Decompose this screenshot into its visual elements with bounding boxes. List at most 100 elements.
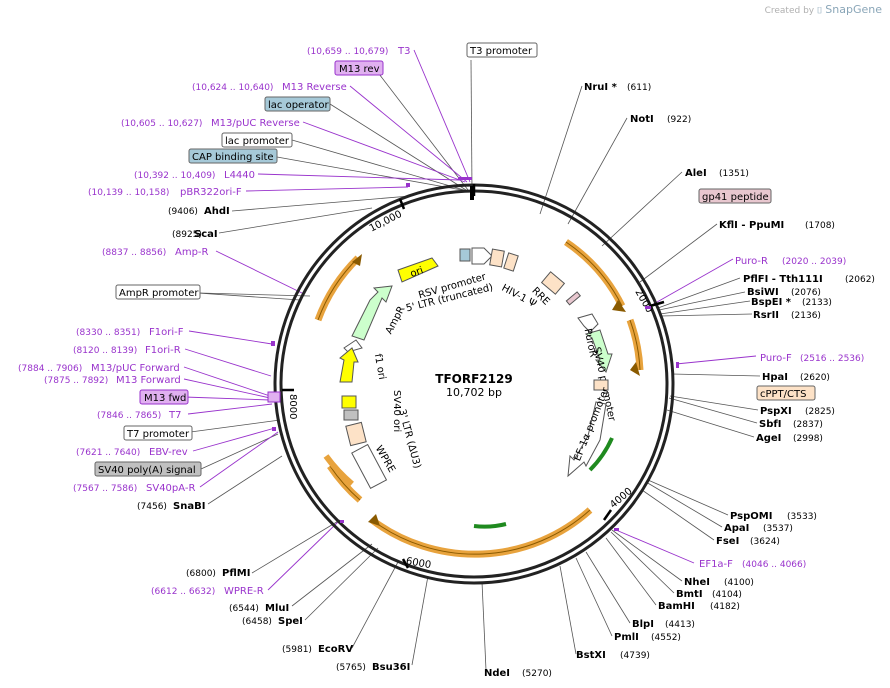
- site-name: SnaBI: [173, 501, 205, 512]
- site-name: PflFI - Tth111I: [743, 274, 823, 285]
- ltr3-label: 3' LTR (ΔU3): [396, 408, 422, 470]
- site-name: BamHI: [658, 601, 695, 612]
- ampr-promoter-box: AmpR promoter: [119, 288, 199, 299]
- f1-ori-feature: [343, 339, 363, 353]
- site-pos: (8925): [172, 230, 202, 240]
- leader-lines: [182, 59, 761, 671]
- right-site-labels: NruI *(611) NotI(922) AleI(1351) KflI - …: [484, 82, 875, 679]
- primer-coord: (4046 .. 4066): [742, 560, 806, 570]
- primer-coord: (10,605 .. 10,627): [121, 119, 202, 129]
- ltr5-feature: [489, 248, 505, 268]
- primer-coord: (8330 .. 8351): [76, 328, 140, 338]
- site-pos: (922): [667, 115, 691, 125]
- rre-feature: [540, 271, 566, 295]
- site-name: ApaI: [724, 523, 749, 534]
- site-pos: (4182): [710, 602, 740, 612]
- gp41-box: gp41 peptide: [702, 192, 769, 203]
- site-pos: (5765): [336, 663, 366, 673]
- primer-coord: (7884 .. 7906): [18, 364, 82, 374]
- polya-feature: [343, 409, 359, 421]
- lac-operator-box: lac operator: [268, 100, 329, 111]
- ori-label: ori: [409, 265, 425, 280]
- site-pos: (4104): [712, 590, 742, 600]
- primer-coord: (10,392 .. 10,409): [134, 171, 215, 181]
- site-name: SpeI: [278, 616, 303, 627]
- site-pos: (2998): [793, 434, 823, 444]
- primer-name: M13/pUC Reverse: [211, 118, 300, 129]
- primer-name: SV40pA-R: [146, 483, 195, 494]
- site-pos: (7456): [137, 502, 167, 512]
- hiv-label: HIV-1 Ψ: [500, 283, 539, 310]
- site-name: AhdI: [204, 206, 230, 217]
- site-pos: (6458): [242, 617, 272, 627]
- primer-name: F1ori-F: [149, 327, 184, 338]
- site-pos: (2062): [845, 275, 875, 285]
- primer-coord: (6612 .. 6632): [151, 587, 215, 597]
- site-name: AleI: [685, 168, 707, 179]
- site-name: NheI: [684, 577, 710, 588]
- site-pos: (9406): [168, 207, 198, 217]
- sv40-promoter-arrow: [577, 313, 599, 333]
- site-name: BspEI *: [751, 297, 792, 308]
- site-name: PspOMI: [730, 511, 772, 522]
- site-name: PmlI: [614, 632, 639, 643]
- site-name: BmtI: [676, 589, 703, 600]
- left-primer-labels: (10,659 .. 10,679)T3 (10,624 .. 10,640)M…: [18, 46, 410, 597]
- primer-coord: (2516 .. 2536): [800, 354, 864, 364]
- primer-name: Amp-R: [175, 247, 209, 258]
- primer-coord: (10,659 .. 10,679): [307, 47, 388, 57]
- site-pos: (2076): [791, 288, 821, 298]
- primer-name: F1ori-R: [145, 345, 181, 356]
- credit-brand: SnapGene: [825, 3, 882, 16]
- primer-coord: (10,139 .. 10,158): [88, 188, 169, 198]
- site-pos: (4100): [724, 578, 754, 588]
- credit-prefix: Created by: [764, 6, 815, 16]
- primer-coord: (7621 .. 7640): [76, 448, 140, 458]
- sv40-polya-box: SV40 poly(A) signal: [98, 465, 196, 476]
- site-name: HpaI: [762, 372, 788, 383]
- site-name: EcoRV: [318, 644, 353, 655]
- primer-name: WPRE-R: [224, 586, 264, 597]
- site-pos: (6544): [229, 604, 259, 614]
- site-name: BsiWI: [747, 287, 779, 298]
- sv40-ori-feature: [341, 395, 357, 409]
- f1-ori-arrow: [339, 347, 359, 383]
- site-pos: (3537): [763, 524, 793, 534]
- site-name: KflI - PpuMI: [719, 220, 784, 231]
- ef1a-promoter-feature: [567, 401, 607, 478]
- site-name: BlpI: [632, 619, 654, 630]
- plasmid-name: TFORF2129: [435, 372, 512, 386]
- primer-coord: (2020 .. 2039): [782, 257, 846, 267]
- t3-promoter-box: T3 promoter: [469, 46, 533, 57]
- site-name: SbfI: [759, 419, 781, 430]
- site-name: PspXI: [760, 406, 792, 417]
- site-pos: (611): [627, 83, 651, 93]
- f1-ori-label: f1 ori: [372, 353, 387, 381]
- primer-name: L4440: [224, 170, 255, 181]
- gp41-feature: [565, 291, 581, 306]
- green-orf-arrows: [473, 437, 614, 529]
- puror-feature: [584, 329, 613, 374]
- site-pos: (2825): [805, 407, 835, 417]
- primer-coord: (7875 .. 7892): [44, 376, 108, 386]
- site-name: PflMI: [222, 568, 250, 579]
- site-pos: (5981): [282, 645, 312, 655]
- primer-coord: (7567 .. 7586): [73, 484, 137, 494]
- m13-rev-box: M13 rev: [339, 64, 380, 75]
- site-pos: (4739): [620, 651, 650, 661]
- site-name: FseI: [716, 536, 739, 547]
- site-pos: (2133): [802, 298, 832, 308]
- site-name: AgeI: [756, 433, 781, 444]
- site-pos: (3533): [787, 512, 817, 522]
- primer-name: M13/pUC Forward: [91, 363, 180, 374]
- site-name: BstXI: [576, 650, 606, 661]
- primer-name: Puro-R: [735, 256, 768, 267]
- site-pos: (6800): [186, 569, 216, 579]
- site-name: NruI *: [584, 82, 618, 93]
- site-pos: (2620): [800, 373, 830, 383]
- m13-fwd-box: M13 fwd: [144, 393, 186, 404]
- primer-name: pBR322ori-F: [180, 187, 242, 198]
- snapgene-logo-icon: ⌷: [817, 6, 823, 16]
- site-pos: (2136): [791, 311, 821, 321]
- primer-name: EBV-rev: [149, 447, 188, 458]
